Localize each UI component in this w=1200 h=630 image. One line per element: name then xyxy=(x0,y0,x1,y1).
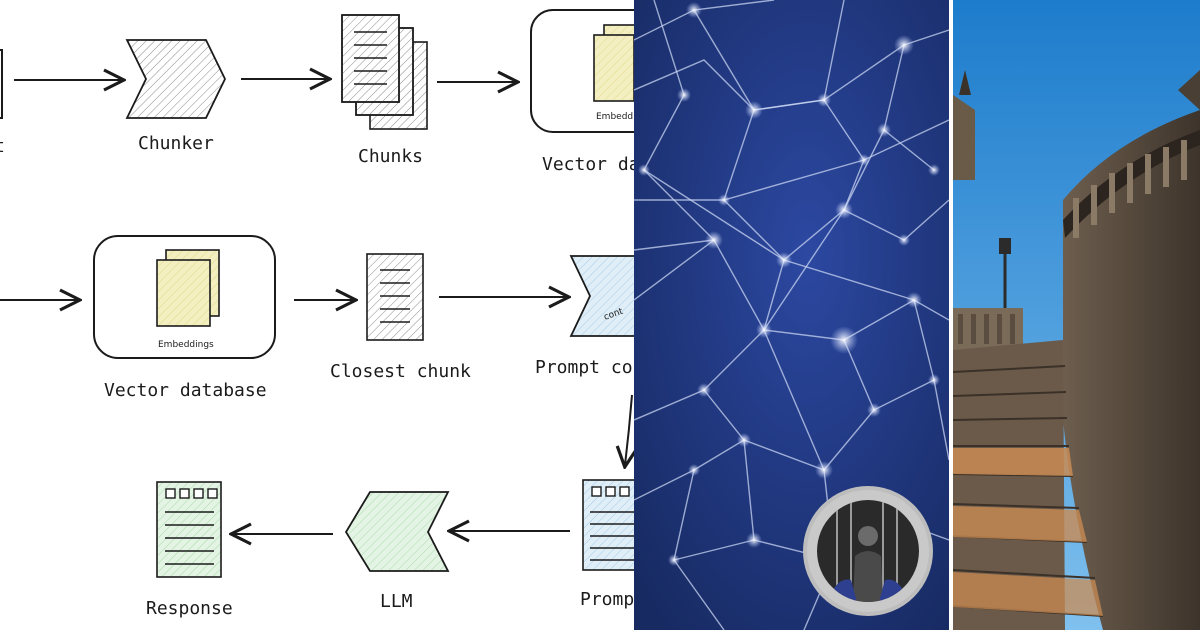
embeddings-label: Embeddings xyxy=(158,340,214,350)
response-label: Response xyxy=(146,598,233,619)
author-avatar[interactable] xyxy=(803,486,933,616)
chunker-node: Chunker xyxy=(125,39,227,154)
prompt-context-label: Prompt co xyxy=(535,357,633,378)
network-graph-image xyxy=(634,0,949,630)
response-node: Response xyxy=(146,481,233,619)
vector-db-label: Vector database xyxy=(104,380,267,401)
closest-chunk-label: Closest chunk xyxy=(330,361,471,382)
prompt-context-node-partial: cont Prompt co xyxy=(535,255,634,378)
chunks-label: Chunks xyxy=(358,146,423,167)
rag-diagram-panel: t Chunker Chunks xyxy=(0,9,634,619)
llm-label: LLM xyxy=(380,591,413,612)
chunks-node: Chunks xyxy=(341,14,428,167)
prompt-label: Promp xyxy=(580,589,634,610)
staircase-scene xyxy=(953,0,1200,630)
embeddings-label-row1: Embedd xyxy=(596,112,633,122)
document-label: t xyxy=(0,136,5,157)
llm-node: LLM xyxy=(344,491,450,612)
closest-chunk-node: Closest chunk xyxy=(330,253,471,382)
chunker-label: Chunker xyxy=(138,133,214,154)
avatar-photo xyxy=(817,500,919,602)
vector-db-node-row1-partial: Embedd Vector da xyxy=(530,9,634,175)
arrow-prompt-context-down xyxy=(625,394,632,465)
document-node-partial: t xyxy=(0,49,5,157)
prompt-node-partial: Promp xyxy=(580,479,634,610)
vector-db-node: Embeddings Vector database xyxy=(93,235,276,401)
staircase-photo xyxy=(953,0,1200,630)
panel-divider xyxy=(949,0,953,630)
vector-db-label-row1: Vector da xyxy=(542,154,634,175)
rag-diagram: t Chunker Chunks xyxy=(0,9,634,619)
